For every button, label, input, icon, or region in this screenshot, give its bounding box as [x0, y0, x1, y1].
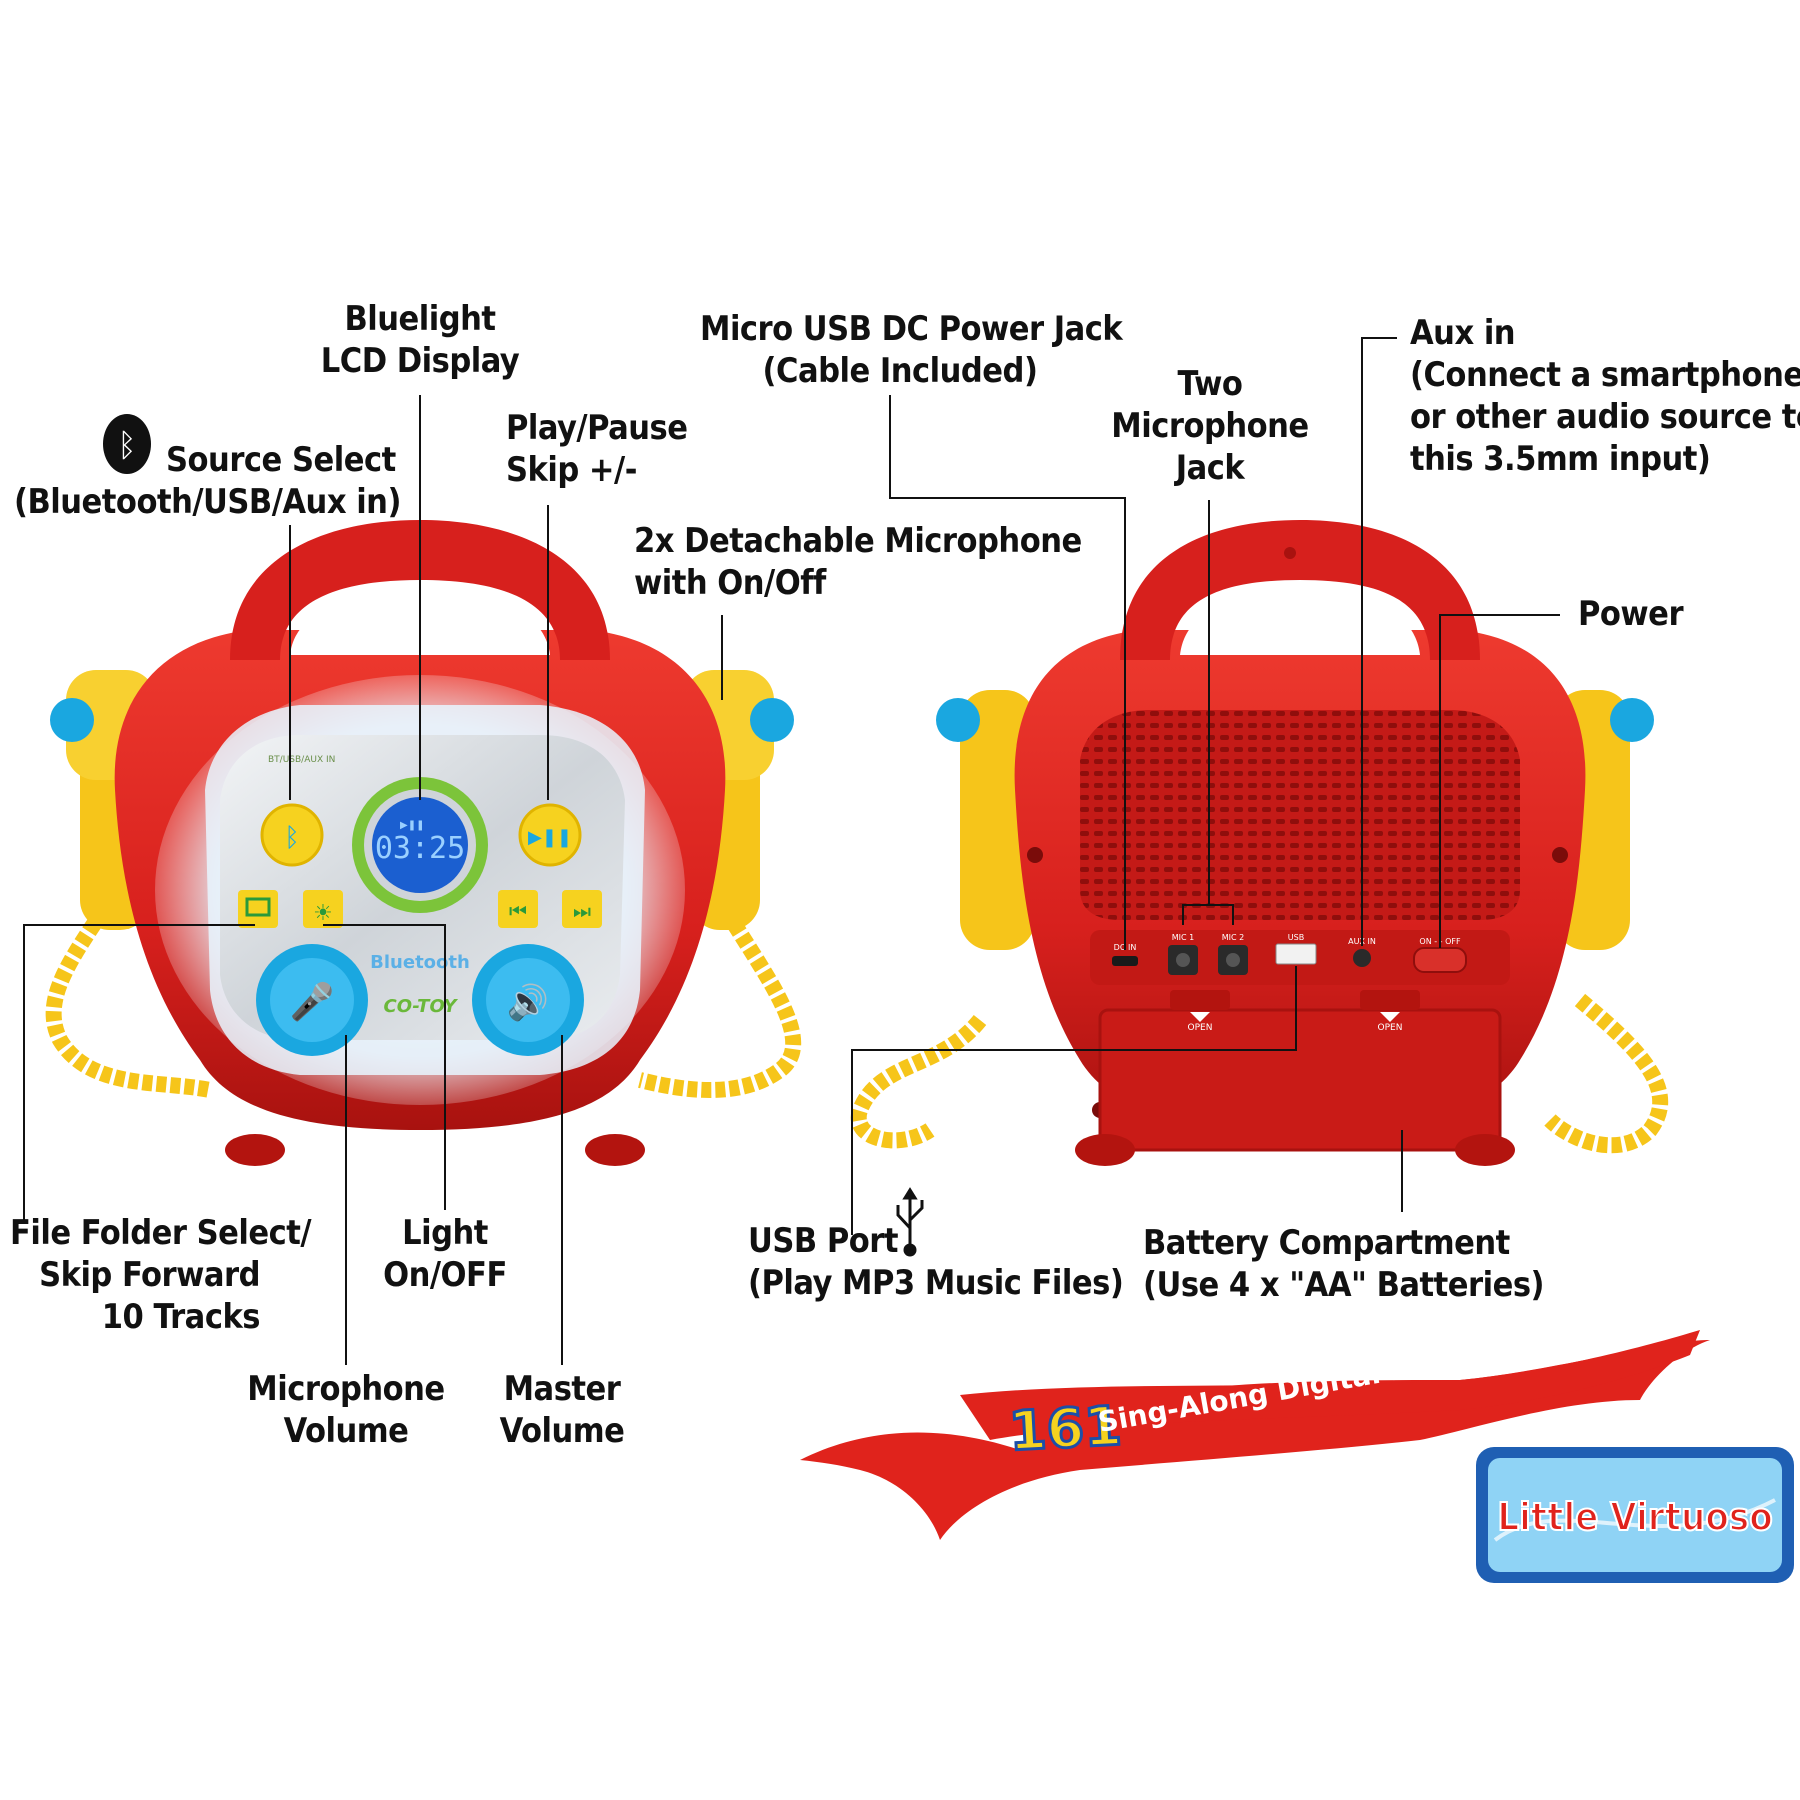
next-track-button: [562, 890, 602, 928]
svg-text:USB: USB: [1288, 933, 1304, 942]
micro-usb-label: Micro USB DC Power Jack(Cable Included): [700, 309, 1123, 391]
usb-port: [1275, 943, 1317, 965]
svg-text:OPEN: OPEN: [1188, 1023, 1213, 1033]
power-switch: [1413, 947, 1467, 973]
banner-number: 161: [1007, 1394, 1123, 1463]
usb-symbol-icon: [896, 1187, 924, 1257]
svg-text:▶❚❚: ▶❚❚: [400, 820, 424, 831]
back-left-cord: [850, 1014, 987, 1149]
back-device: DC IN MIC 1 MIC 2 USB AUX IN ON - - OFF …: [850, 520, 1669, 1166]
brand-bluetooth: Bluetooth: [370, 952, 470, 973]
bluetooth-icon: ᛒ: [284, 823, 300, 853]
battery-label: Battery Compartment(Use 4 x "AA" Batteri…: [1143, 1223, 1545, 1305]
prev-track-button: [498, 890, 538, 928]
brand-logo: CO-TOY: [384, 996, 459, 1017]
next-track-icon: ⏭: [573, 899, 591, 923]
back-right-cord: [1544, 993, 1669, 1154]
bluetooth-badge-icon: ᛒ: [103, 414, 151, 474]
folder-icon: [245, 897, 271, 917]
front-handle: [230, 520, 610, 660]
svg-text:ᛒ: ᛒ: [117, 426, 136, 464]
source-select-label: Source Select(Bluetooth/USB/Aux in): [14, 440, 401, 522]
svg-text:MIC 2: MIC 2: [1222, 933, 1244, 942]
bluetooth-button: [260, 803, 324, 867]
folder-button: [238, 890, 278, 928]
svg-text:MIC 1: MIC 1: [1172, 933, 1194, 942]
front-device: 03:25 ▶❚❚ BT/USB/AUX IN ᛒ ▶❚❚ ☀ ⏮ ⏭ 🎤 🔊: [45, 520, 801, 1166]
dc-in-port: [1112, 956, 1138, 966]
aux-in-jack: [1353, 949, 1371, 967]
lcd-time: 03:25: [375, 831, 465, 866]
speaker-icon: 🔊: [507, 982, 549, 1023]
svg-text:BT/USB/AUX IN: BT/USB/AUX IN: [268, 755, 335, 765]
bulb-icon: ☀: [313, 901, 333, 926]
prev-track-icon: ⏮: [509, 899, 527, 923]
mic-icon: 🎤: [290, 980, 335, 1023]
battery-compartment: [1098, 1008, 1502, 1152]
svg-text:OPEN: OPEN: [1378, 1023, 1403, 1033]
leader-lines: [23, 337, 1560, 1365]
speaker-grill: [1080, 710, 1520, 920]
play-pause-icon: ▶❚❚: [528, 827, 572, 848]
little-virtuoso-logo: Little Virtuoso: [1476, 1447, 1794, 1583]
light-button: [303, 890, 343, 928]
usb-port-label: USB Port(Play MP3 Music Files): [748, 1221, 1124, 1303]
play-pause-button: [518, 803, 582, 867]
logo-text: Little Virtuoso: [1497, 1495, 1772, 1539]
front-left-cord: [45, 895, 212, 1098]
power-label: Power: [1578, 594, 1684, 634]
